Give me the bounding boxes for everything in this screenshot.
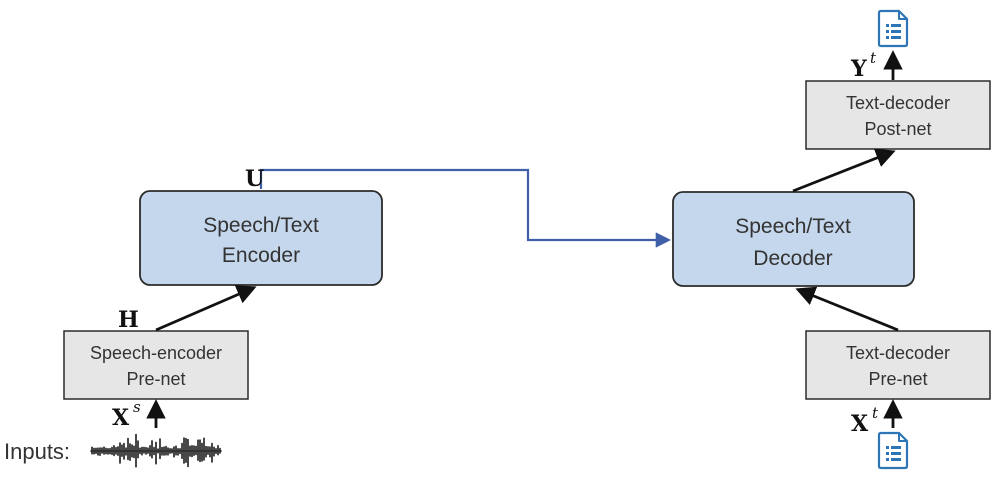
- text-prenet-label-line1: Text-decoder: [846, 343, 950, 363]
- output-text-document-icon: [877, 9, 909, 48]
- decoder-label-line1: Speech/Text: [735, 215, 851, 238]
- decoder-label-line2: Decoder: [753, 247, 832, 270]
- xs-label-sup: s: [133, 398, 141, 416]
- text-prenet-label-line2: Pre-net: [868, 369, 927, 389]
- encoder-to-decoder-connector: [259, 168, 672, 248]
- yt-label: Y t: [850, 49, 877, 82]
- prenet-to-encoder-arrow: [155, 285, 257, 332]
- xs-label: X s: [112, 398, 141, 431]
- inputs-label: Inputs:: [4, 439, 70, 464]
- encoder-label-line2: Encoder: [222, 244, 300, 267]
- decoder-to-postnet-arrow: [792, 148, 896, 193]
- u-label: U: [245, 166, 264, 192]
- text-decoder-postnet-box: Text-decoder Post-net: [805, 80, 991, 150]
- h-label: H: [118, 307, 139, 333]
- audio-waveform-icon: [90, 433, 222, 468]
- speech-text-decoder-box: Speech/Text Decoder: [672, 191, 915, 287]
- input-text-document-icon: [877, 431, 909, 470]
- xt-label-base: X: [851, 411, 869, 437]
- yt-label-base: Y: [850, 56, 867, 82]
- text-prenet-to-decoder-arrow: [795, 286, 899, 332]
- xt-label-sup: t: [872, 404, 879, 422]
- xs-label-base: X: [112, 405, 130, 431]
- text-postnet-label-line2: Post-net: [864, 119, 931, 139]
- text-decoder-prenet-box: Text-decoder Pre-net: [805, 330, 991, 400]
- speech-prenet-label-line2: Pre-net: [126, 369, 185, 389]
- speech-encoder-prenet-box: Speech-encoder Pre-net: [63, 330, 249, 400]
- speech-prenet-label-line1: Speech-encoder: [90, 343, 222, 363]
- xt-label: X t: [851, 404, 879, 437]
- speech-text-encoder-box: Speech/Text Encoder: [139, 190, 383, 286]
- yt-label-sup: t: [870, 49, 877, 67]
- text-postnet-label-line1: Text-decoder: [846, 93, 950, 113]
- encoder-label-line1: Speech/Text: [203, 214, 319, 237]
